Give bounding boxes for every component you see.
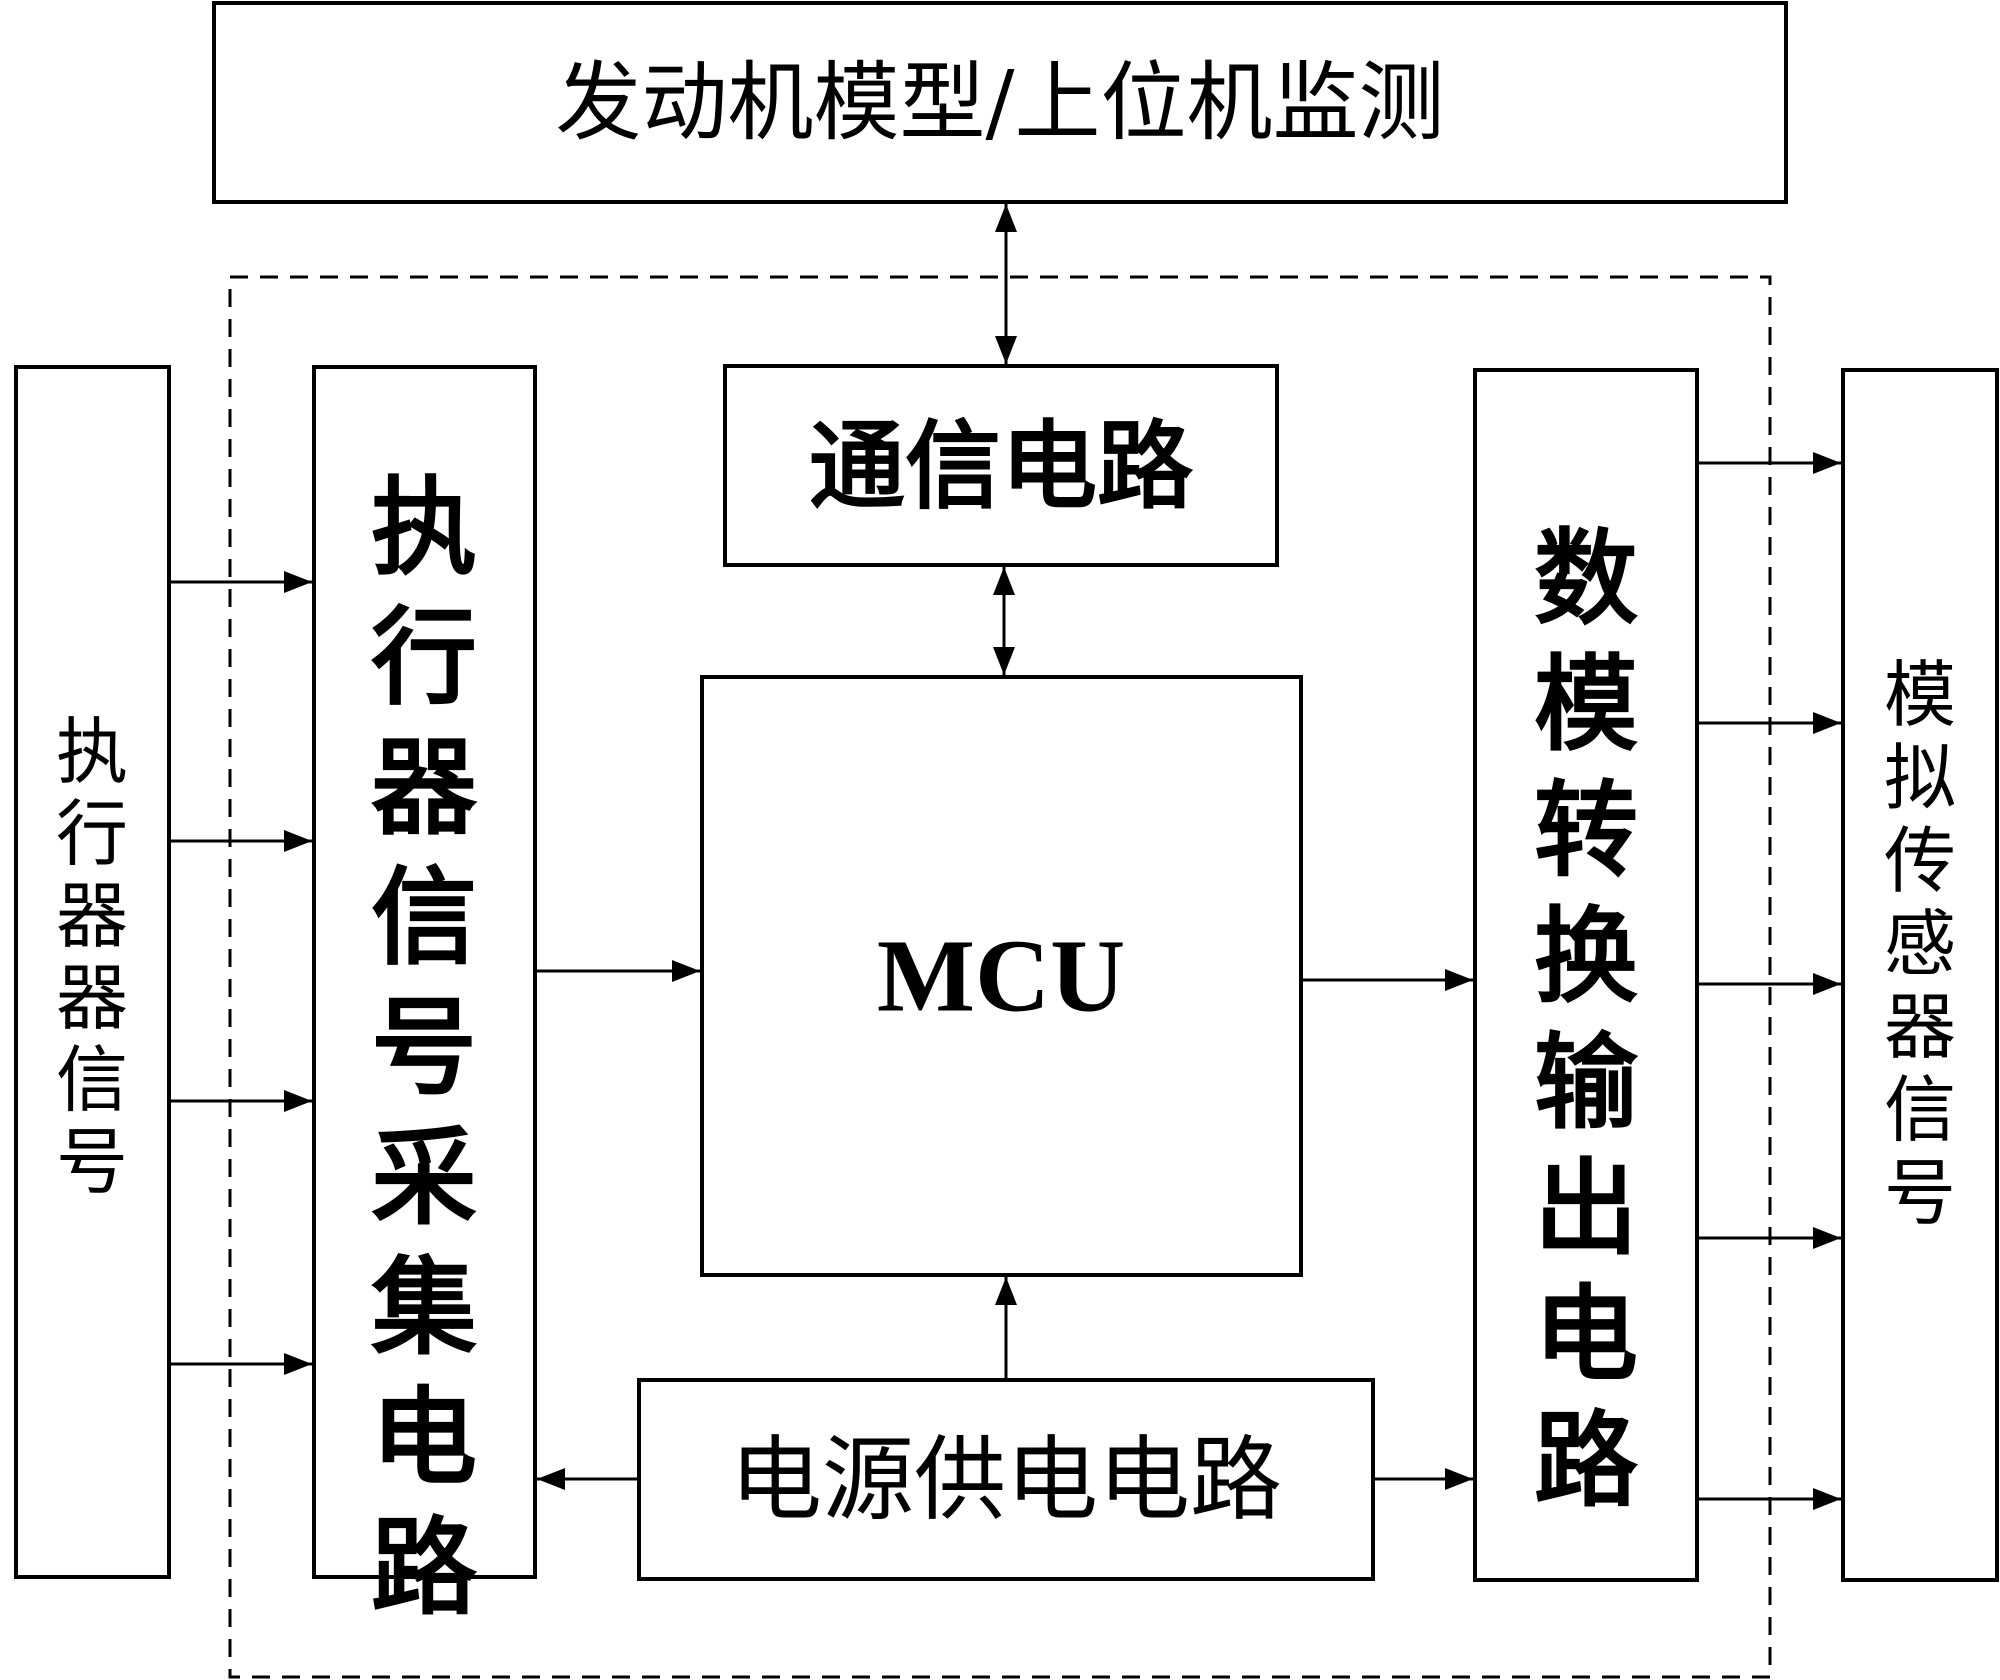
actuator-collect-label-char: 电	[371, 1375, 477, 1500]
actuator-signal-label-char: 号	[56, 1120, 128, 1204]
sensor-signal-label-char: 号	[1884, 1151, 1956, 1235]
dac-output-label-char: 换	[1534, 895, 1638, 1018]
actuator-collect-label-char: 执	[371, 465, 477, 590]
actuator-collect-label-char: 号	[371, 985, 477, 1110]
actuator-collect-label-char: 器	[371, 725, 478, 850]
sensor-signal-label-char: 器	[1884, 985, 1956, 1069]
host-monitor-label: 发动机模型/上位机监测	[556, 53, 1445, 153]
power-supply-block: 电源供电电路	[637, 1378, 1375, 1581]
dac-output-label-char: 路	[1534, 1399, 1639, 1522]
dac-output-label-char: 数	[1534, 517, 1638, 640]
sensor-signal-label-char: 模	[1884, 653, 1956, 737]
actuator-signal-label-char: 行	[56, 792, 128, 876]
mcu-block: MCU	[700, 675, 1303, 1277]
power-supply-label: 电源供电电路	[730, 1427, 1282, 1534]
actuator-collect-label-char: 采	[371, 1115, 477, 1240]
sensor-signal-label-char: 感	[1884, 902, 1956, 986]
actuator-signal-label-char: 信	[56, 1038, 128, 1122]
dac-output-label-char: 电	[1534, 1273, 1638, 1396]
actuator-collect-label-char: 路	[371, 1505, 478, 1630]
dac-output-label-char: 转	[1534, 769, 1638, 892]
dac-output-label-char: 出	[1534, 1147, 1638, 1270]
dac-output-label-char: 输	[1534, 1021, 1639, 1144]
actuator-signal-label-char: 执	[56, 710, 128, 794]
actuator-collect-label-char: 集	[370, 1245, 477, 1370]
host-monitor-block: 发动机模型/上位机监测	[212, 1, 1788, 204]
mcu-label: MCU	[877, 919, 1125, 1034]
actuator-collect-label-char: 行	[371, 595, 477, 720]
sensor-signal-label-char: 拟	[1884, 736, 1956, 820]
actuator-signal-label-char: 器	[56, 874, 128, 958]
dac-output-label-char: 模	[1534, 643, 1638, 766]
sensor-signal-label-char: 信	[1884, 1068, 1956, 1152]
comm-circuit-label: 通信电路	[809, 410, 1194, 523]
comm-circuit-block: 通信电路	[723, 364, 1279, 567]
actuator-signal-label-char: 器	[56, 956, 128, 1040]
actuator-collect-label-char: 信	[371, 855, 477, 980]
sensor-signal-label-char: 传	[1884, 819, 1956, 903]
